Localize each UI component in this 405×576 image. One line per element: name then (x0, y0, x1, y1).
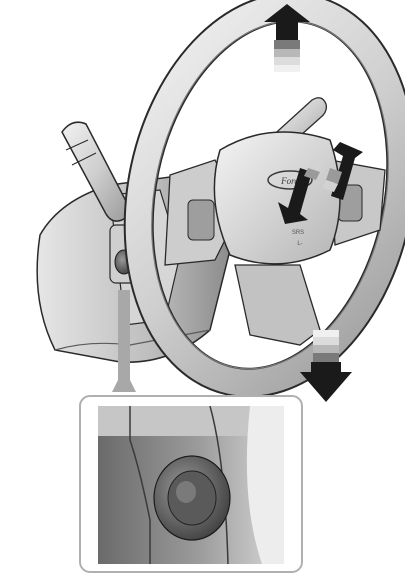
hub-sub-label: L- (297, 241, 302, 247)
airbag-hub: Ford SRS L- (214, 132, 340, 264)
switch-detail-inset (80, 396, 302, 572)
srs-label: SRS (292, 230, 304, 236)
